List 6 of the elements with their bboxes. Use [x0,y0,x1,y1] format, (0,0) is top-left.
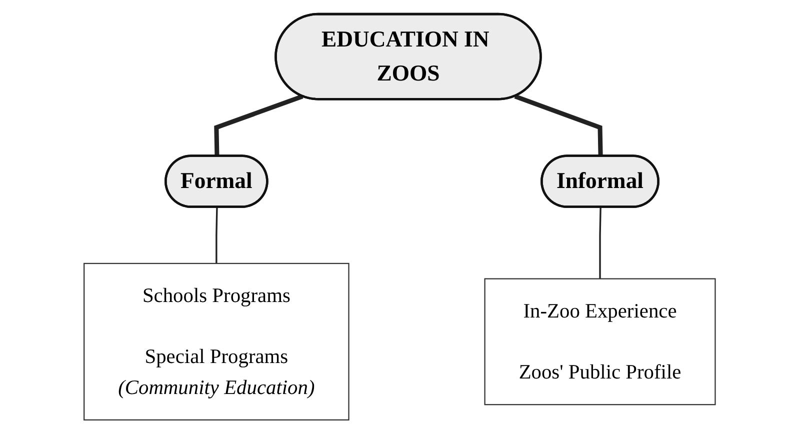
node-box: Schools Programs Special Programs (Community Education) [84,262,350,420]
connector [214,94,304,156]
connector [216,207,218,264]
node-box: In-Zoo Experience Zoos' Public Profile [484,278,716,406]
connector [514,94,604,156]
connector [600,207,602,279]
